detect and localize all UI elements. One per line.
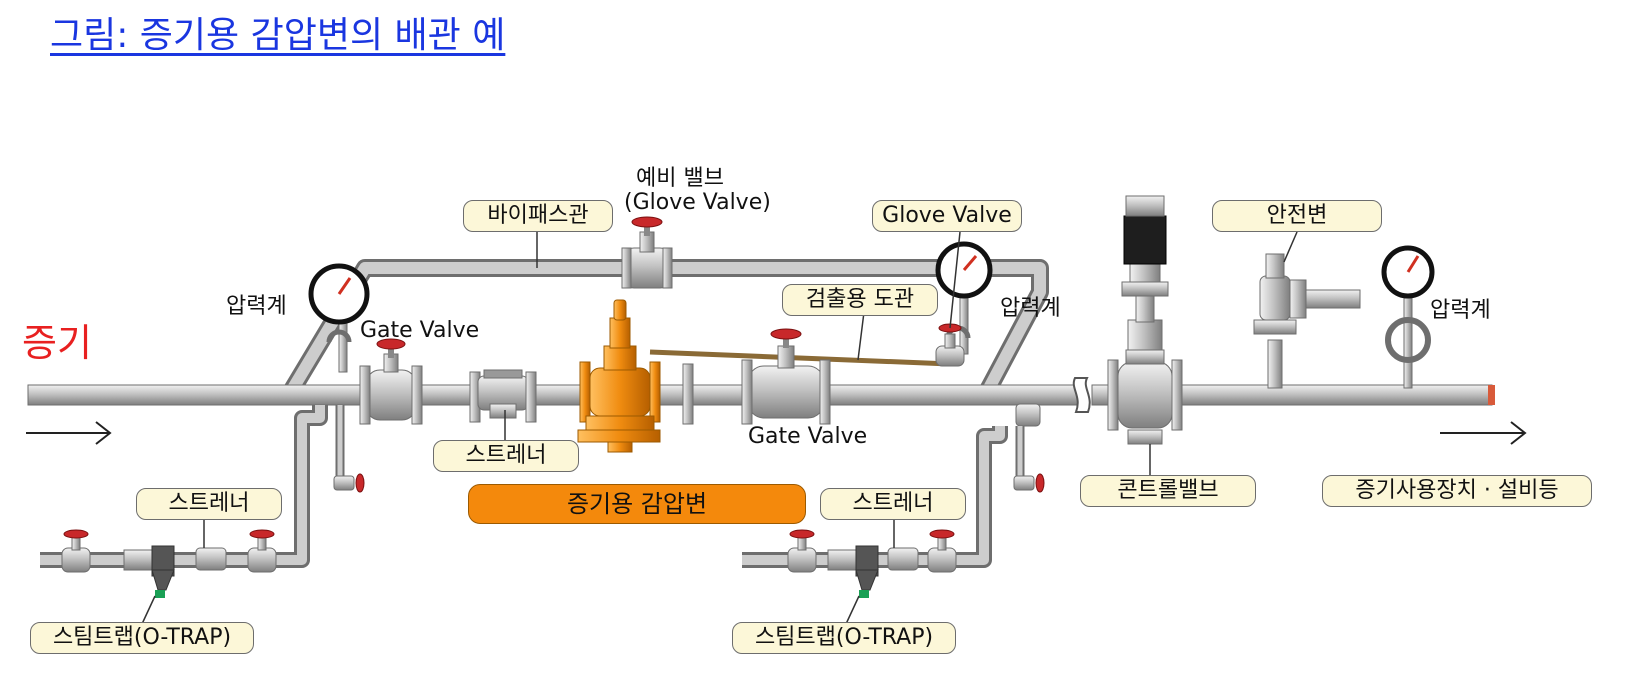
pressure-gauge-label-2: 압력계 [1000, 296, 1061, 321]
pressure-gauge-icon-3 [1381, 245, 1435, 389]
pressure-gauge-label-3: 압력계 [1430, 298, 1491, 323]
gate-valve-icon-1 [359, 338, 423, 425]
trap-set-left [61, 529, 277, 598]
drain-valve-icon-right [1013, 473, 1045, 493]
flow-arrow-out [1440, 421, 1527, 445]
sensing-pipe-label: 검출용 도관 [782, 284, 938, 316]
gate-valve-label-1: Gate Valve [360, 318, 480, 343]
trap-set-right [787, 529, 957, 598]
separator-icon [1015, 403, 1041, 427]
safety-valve-label: 안전변 [1212, 200, 1382, 232]
sensing-line [649, 349, 951, 367]
control-valve-label: 콘트롤밸브 [1080, 475, 1256, 507]
gate-valve-icon-2 [682, 328, 831, 425]
strainer-label-left: 스트레너 [136, 488, 282, 520]
pressure-reducing-valve-icon [577, 299, 661, 453]
gate-valve-label-2: Gate Valve [748, 424, 868, 449]
steam-label: 증기 [22, 321, 92, 365]
steam-trap-label-right: 스팀트랩(O-TRAP) [732, 622, 956, 654]
spare-valve-label-line2: (Glove Valve) [624, 190, 771, 215]
pressure-reducing-valve-label: 증기용 감압변 [468, 484, 806, 524]
pressure-gauge-icon-2 [935, 241, 993, 355]
spare-valve-label-line1: 예비 밸브 [636, 166, 724, 191]
drain-valve-icon-left [333, 473, 365, 493]
steam-trap-label-left: 스팀트랩(O-TRAP) [30, 622, 254, 654]
leader-lines [141, 231, 1298, 625]
glove-valve-label: Glove Valve [872, 200, 1022, 232]
pressure-gauge-icon-1 [308, 263, 370, 373]
pressure-gauge-label-1: 압력계 [226, 294, 287, 319]
equipment-label: 증기사용장치 · 설비등 [1322, 475, 1592, 507]
safety-valve-icon [1253, 253, 1361, 389]
strainer-label-right: 스트레너 [820, 488, 966, 520]
flow-arrow-in [26, 421, 112, 445]
strainer-label-main: 스트레너 [433, 440, 579, 472]
pipe-break-mark [1072, 377, 1091, 413]
spare-glove-valve-icon [621, 216, 673, 289]
glove-valve-icon [935, 323, 965, 367]
page-title: 그림: 증기용 감압변의 배관 예 [50, 15, 506, 56]
control-valve-icon [1107, 195, 1183, 445]
bypass-pipe-label: 바이패스관 [463, 200, 613, 232]
strainer-icon-main [469, 369, 537, 423]
